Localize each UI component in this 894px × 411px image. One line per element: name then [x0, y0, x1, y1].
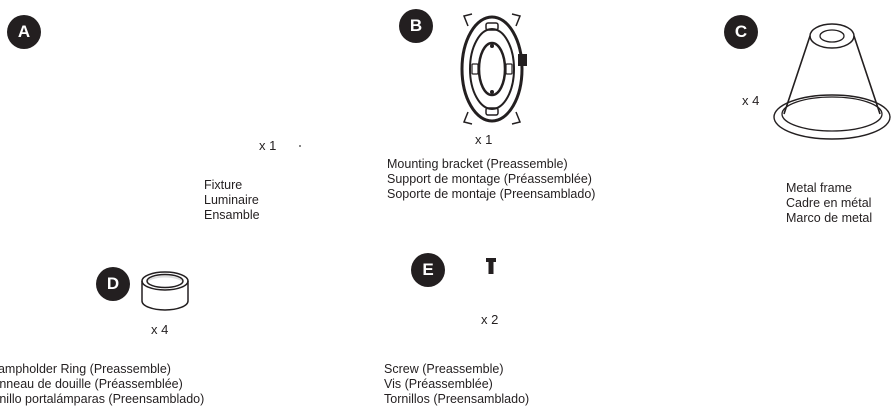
part-d-label-fr: Anneau de douille (Préassemblée) [0, 377, 183, 391]
part-e-labels: Screw (Preassemble) Vis (Préassemblée) T… [384, 362, 529, 407]
screw-icon [486, 258, 496, 274]
lampholder-ring-icon [141, 271, 189, 311]
part-c-quantity: x 4 [742, 93, 760, 108]
part-e-label-en: Screw (Preassemble) [384, 362, 504, 376]
part-a-labels: Fixture Luminaire Ensamble [204, 178, 260, 223]
part-d-badge: D [96, 267, 130, 301]
part-a-dot [299, 145, 301, 147]
part-c-label-fr: Cadre en métal [786, 196, 872, 210]
part-b-label-en: Mounting bracket (Preassemble) [387, 157, 568, 171]
part-b-labels: Mounting bracket (Preassemble) Support d… [387, 157, 595, 202]
mounting-bracket-icon [460, 13, 527, 125]
part-d-quantity: x 4 [151, 322, 169, 337]
part-c-badge: C [724, 15, 758, 49]
part-a-quantity: x 1 [259, 138, 277, 153]
part-b-quantity: x 1 [475, 132, 493, 147]
part-e-quantity: x 2 [481, 312, 499, 327]
part-e-label-fr: Vis (Préassemblée) [384, 377, 493, 391]
part-d-label-en: Lampholder Ring (Preassemble) [0, 362, 171, 376]
part-e-badge: E [411, 253, 445, 287]
part-b-label-fr: Support de montage (Préassemblée) [387, 172, 592, 186]
part-a-label-en: Fixture [204, 178, 243, 192]
part-d-label-es: Anillo portalámparas (Preensamblado) [0, 392, 205, 406]
part-d-labels: Lampholder Ring (Preassemble) Anneau de … [0, 362, 204, 407]
part-b-label-es: Soporte de montaje (Preensamblado) [387, 187, 596, 201]
part-a-label-es: Ensamble [204, 208, 260, 222]
part-c-label-en: Metal frame [786, 181, 852, 195]
part-b-badge: B [399, 9, 433, 43]
part-c-label-es: Marco de metal [786, 211, 873, 225]
part-a-badge: A [7, 15, 41, 49]
part-e-label-es: Tornillos (Preensamblado) [384, 392, 530, 406]
part-a-label-fr: Luminaire [204, 193, 259, 207]
metal-frame-icon [773, 23, 891, 140]
part-c-labels: Metal frame Cadre en métal Marco de meta… [786, 181, 872, 226]
